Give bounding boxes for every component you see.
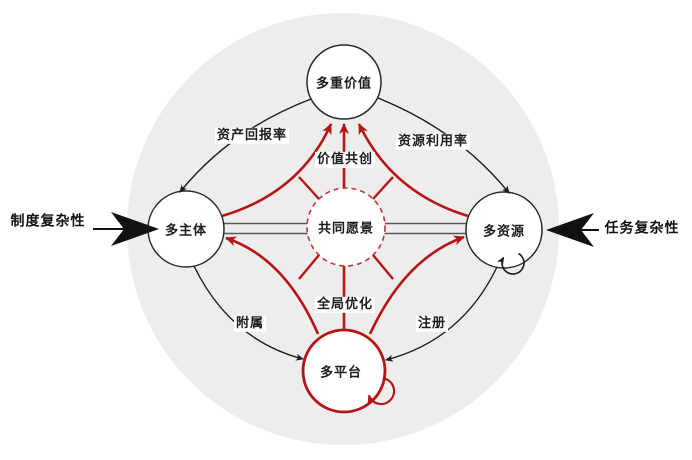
node-multi-platform-circle xyxy=(301,328,387,414)
edge-label-registration: 注册 xyxy=(415,315,449,333)
arrow-resource-to-value xyxy=(357,123,469,218)
side-label-institutional-complexity: 制度复杂性 xyxy=(10,213,86,230)
node-multi-value-label: 多重价值 xyxy=(315,76,373,92)
edge-label-value-cocreation: 价值共创 xyxy=(314,151,376,169)
edge-label-resource-utilization: 资源利用率 xyxy=(395,133,471,151)
arrow-platform-to-resource xyxy=(368,235,465,335)
platform-self-loop xyxy=(367,377,396,407)
task-complexity-arrow xyxy=(546,213,599,247)
resource-self-loop xyxy=(496,252,525,275)
node-multi-platform-label: 多平台 xyxy=(319,365,363,381)
node-multi-subject-label: 多主体 xyxy=(164,223,208,239)
side-label-task-complexity: 任务复杂性 xyxy=(604,220,680,237)
edge-label-asset-return-rate: 资产回报率 xyxy=(214,127,290,145)
arrow-subject-to-value xyxy=(221,123,333,218)
arrow-resource-to-platform xyxy=(385,266,498,362)
node-shared-vision-circle xyxy=(306,187,386,267)
institutional-complexity-arrow xyxy=(93,212,159,246)
arrow-platform-to-subject xyxy=(225,236,320,335)
edge-label-global-optimization: 全局优化 xyxy=(314,296,376,314)
node-shared-vision-label: 共同愿景 xyxy=(317,221,375,237)
shared-vision-radiating-stubs xyxy=(298,176,394,280)
node-multi-resource-label: 多资源 xyxy=(482,224,526,240)
node-multi-value-circle xyxy=(306,44,382,120)
edge-label-affiliation: 附属 xyxy=(233,315,267,333)
